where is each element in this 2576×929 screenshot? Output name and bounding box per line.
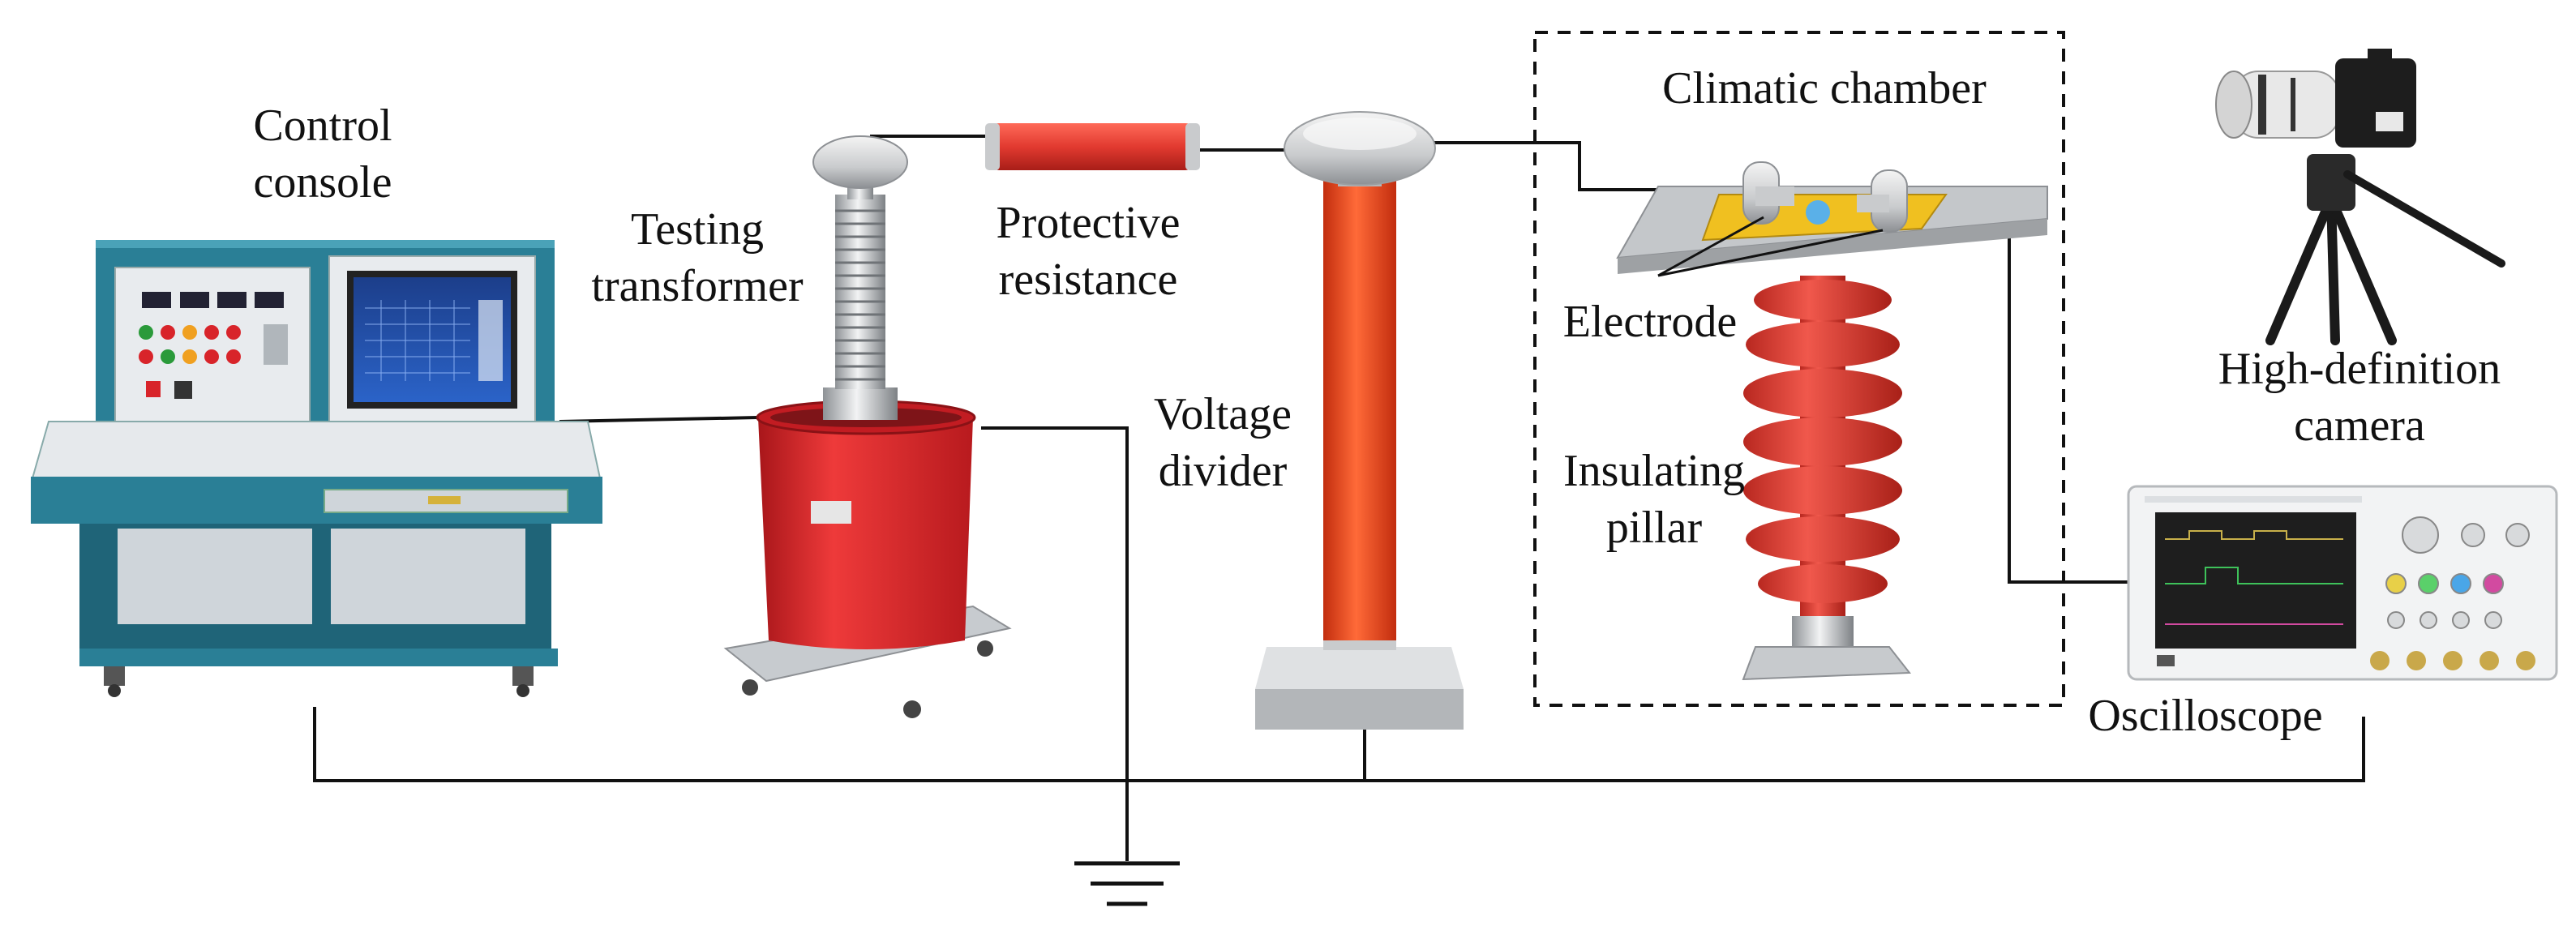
label-oscilloscope: Oscilloscope — [2068, 687, 2343, 744]
electrode-pair — [1742, 161, 1908, 233]
label-control-console: Control console — [225, 97, 420, 211]
label-camera-line1: High-definition — [2218, 344, 2501, 394]
label-camera-line2: camera — [2294, 400, 2425, 451]
camera-icon — [2215, 49, 2505, 345]
label-protective-resistance: Protective resistance — [967, 195, 1210, 308]
label-camera: High-definition camera — [2189, 340, 2530, 454]
label-oscilloscope-text: Oscilloscope — [2088, 691, 2323, 741]
label-climatic-chamber-text: Climatic chamber — [1662, 63, 1987, 113]
insulating-pillar-icon — [1616, 161, 2048, 681]
label-control-console-line1: Control — [253, 101, 392, 151]
wire-console-to-transformer — [559, 416, 759, 423]
wire-transformer-to-ground — [981, 426, 1129, 861]
climatic-chamber-boundary — [1533, 31, 2065, 707]
testing-transformer-icon — [723, 135, 1012, 718]
wire-divider-to-electrode — [1427, 141, 1743, 191]
oscilloscope-icon — [2127, 485, 2558, 681]
label-insulating-pillar-line2: pillar — [1605, 503, 1703, 553]
label-voltage-divider-line2: divider — [1158, 446, 1288, 496]
label-testing-transformer-line2: transformer — [591, 261, 804, 311]
label-voltage-divider: Voltage divider — [1125, 386, 1320, 499]
label-testing-transformer: Testing transformer — [576, 201, 819, 315]
label-insulating-pillar: Insulating pillar — [1541, 443, 1768, 556]
ground-symbol-icon — [1074, 861, 1180, 906]
label-electrode-text: Electrode — [1562, 297, 1738, 347]
label-protective-resistance-line1: Protective — [996, 198, 1181, 248]
label-electrode: Electrode — [1537, 293, 1764, 350]
label-testing-transformer-line1: Testing — [630, 204, 765, 255]
label-climatic-chamber: Climatic chamber — [1622, 60, 2027, 117]
electrode-pointer-lines — [1657, 216, 1884, 277]
control-console-icon — [31, 240, 602, 697]
label-protective-resistance-line2: resistance — [998, 255, 1178, 305]
label-control-console-line2: console — [253, 157, 392, 208]
label-voltage-divider-line1: Voltage — [1153, 389, 1292, 439]
protective-resistor-icon — [985, 123, 1200, 170]
label-insulating-pillar-line1: Insulating — [1563, 446, 1745, 496]
ground-bus — [313, 707, 2365, 782]
voltage-divider-icon — [1255, 111, 1464, 730]
